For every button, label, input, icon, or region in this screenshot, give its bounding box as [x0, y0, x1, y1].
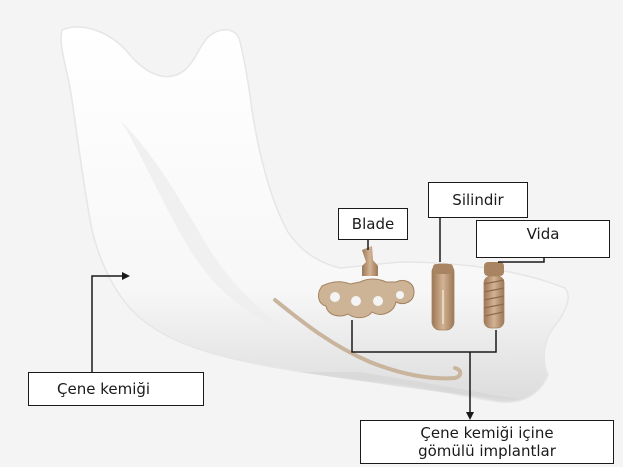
- label-blade: Blade: [338, 208, 408, 240]
- label-blade-text: Blade: [352, 215, 394, 233]
- implant-arrowhead: [466, 412, 474, 420]
- label-embedded-line1: Çene kemiği içine: [420, 424, 553, 442]
- label-screw: Vida: [476, 220, 610, 258]
- label-jaw-bone: Çene kemiği: [28, 372, 204, 406]
- label-embedded-line2: gömülü implantlar: [418, 442, 556, 460]
- label-cylinder: Silindir: [428, 182, 528, 218]
- label-embedded-implants: Çene kemiği içine gömülü implantlar: [360, 420, 614, 464]
- screw-pointer: [498, 258, 544, 262]
- label-screw-text: Vida: [527, 225, 560, 243]
- label-jaw-bone-text: Çene kemiği: [57, 380, 150, 398]
- label-cylinder-text: Silindir: [452, 191, 503, 209]
- screw-implant: [484, 262, 504, 328]
- cylinder-implant: [432, 264, 454, 330]
